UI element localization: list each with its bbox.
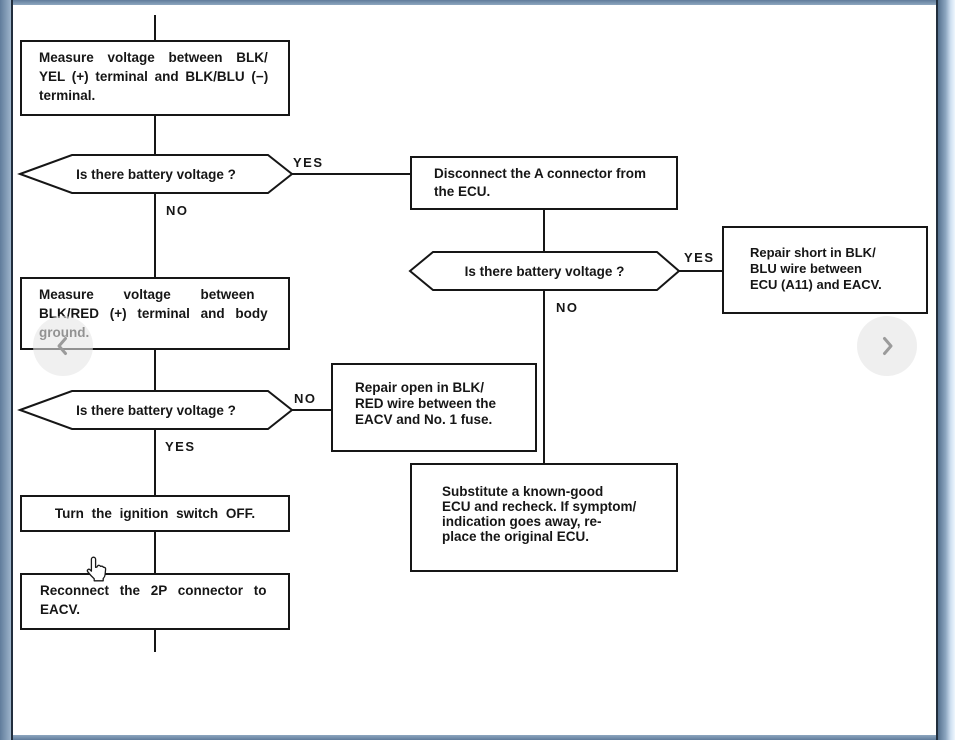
box-text-line: EACV. (40, 602, 81, 617)
box-text-line: Turn the ignition switch OFF. (54, 506, 256, 521)
box-text-line: EACV and No. 1 fuse. (355, 412, 493, 427)
box-text-line: indication goes away, re- (442, 514, 602, 529)
process-box-disconnect-a-connector: Disconnect the A connector from the ECU. (410, 156, 678, 210)
frame-border-right (936, 0, 955, 740)
branch-label-yes: YES (684, 250, 715, 265)
box-text-line: BLK/RED (+) terminal and body (39, 306, 268, 321)
prev-button[interactable] (33, 316, 93, 376)
box-text-line: ECU and recheck. If symptom/ (442, 499, 637, 514)
box-text-line: Measure voltage between (39, 287, 255, 302)
process-box-measure-blk-yel: Measure voltage between BLK/ YEL (+) ter… (20, 40, 290, 116)
box-text-line: Disconnect the A connector from (434, 166, 647, 181)
frame-border-left (0, 0, 13, 740)
box-text-line: BLU wire between (750, 261, 862, 276)
process-box-ignition-off: Turn the ignition switch OFF. (20, 495, 290, 532)
branch-label-no: NO (556, 300, 579, 315)
next-button[interactable] (857, 316, 917, 376)
box-text-line: Measure voltage between BLK/ (39, 50, 268, 65)
decision-text-1: Is there battery voltage ? (76, 167, 236, 182)
frame-border-bottom (0, 735, 955, 740)
box-text-line: ECU (A11) and EACV. (750, 277, 882, 292)
box-text-line: place the original ECU. (442, 529, 590, 544)
box-text-line: Repair open in BLK/ (355, 380, 485, 395)
branch-label-yes: YES (293, 155, 324, 170)
frame-border-top (0, 0, 955, 5)
process-box-substitute-ecu: Substitute a known-good ECU and recheck.… (410, 463, 678, 572)
chevron-right-icon (883, 337, 893, 355)
decision-hexagon-1 (17, 154, 294, 194)
box-text-line: Reconnect the 2P connector to (40, 583, 267, 598)
box-text-line: terminal. (39, 88, 96, 103)
branch-label-no: NO (166, 203, 189, 218)
process-box-reconnect-2p: Reconnect the 2P connector to EACV. (20, 573, 290, 630)
branch-label-yes: YES (165, 439, 196, 454)
box-text-line: Substitute a known-good (442, 484, 604, 499)
chevron-left-icon (57, 337, 67, 355)
decision-text-3: Is there battery voltage ? (76, 403, 236, 418)
decision-text-2: Is there battery voltage ? (464, 264, 625, 279)
box-text-line: YEL (+) terminal and BLK/BLU (−) (39, 69, 269, 84)
box-text-line: RED wire between the (355, 396, 497, 411)
branch-label-no: NO (294, 391, 317, 406)
process-box-repair-open: Repair open in BLK/ RED wire between the… (331, 363, 537, 452)
decision-hexagon-2 (408, 251, 681, 291)
box-text-line: Repair short in BLK/ (750, 245, 876, 260)
hand-pointer-cursor-icon (86, 556, 107, 582)
decision-hexagon-3 (17, 390, 294, 430)
process-box-repair-short: Repair short in BLK/ BLU wire between EC… (722, 226, 928, 314)
box-text-line: the ECU. (434, 184, 491, 199)
